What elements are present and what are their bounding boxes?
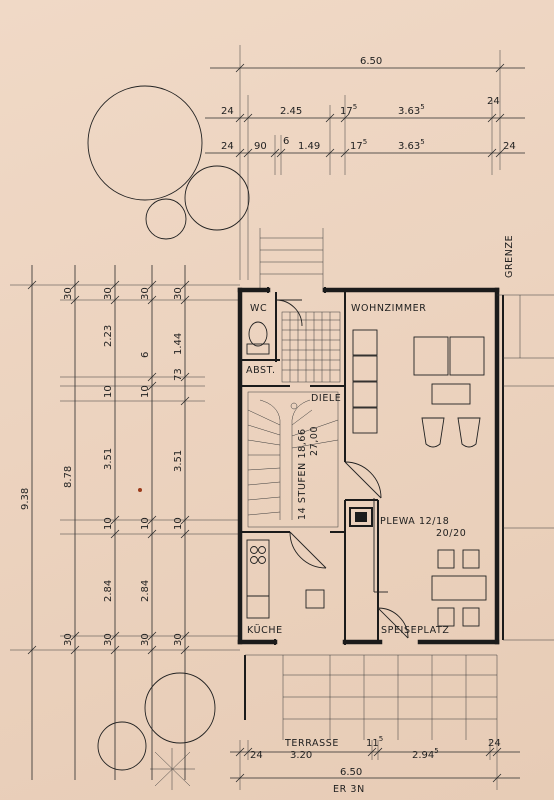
dim-c4-5: 30 bbox=[173, 633, 184, 646]
dim-c2-1: 2.23 bbox=[103, 325, 114, 347]
svg-text:3.635: 3.635 bbox=[398, 103, 425, 117]
dim-total-9-38: 9.38 bbox=[20, 488, 31, 510]
drawing-title: ER 3N bbox=[333, 784, 365, 795]
top-dimensions: 6.50 24 2.45 175 3.635 24 24 90 6 1.49 1… bbox=[205, 45, 525, 280]
dim-c3-0: 30 bbox=[140, 287, 151, 300]
dim-c1-1: 10 bbox=[103, 385, 114, 398]
dim-c2-2: 10 bbox=[140, 517, 151, 530]
label-wc: WC bbox=[250, 303, 267, 314]
label-grenze: GRENZE bbox=[504, 235, 515, 278]
dim-r2-a: 24 bbox=[221, 141, 234, 152]
dim-b-d-sup: 5 bbox=[434, 747, 438, 755]
dim-r2-c: 6 bbox=[283, 136, 289, 147]
label-plewa: PLEWA 12/18 bbox=[380, 516, 449, 527]
dim-c4-1: 1.44 bbox=[173, 333, 184, 355]
kitchen-fixtures bbox=[246, 539, 325, 619]
label-diele: DIELE bbox=[311, 393, 341, 404]
dim-r1-a: 24 bbox=[221, 106, 234, 117]
plewa-chimney bbox=[349, 507, 373, 527]
tree-symbols bbox=[87, 85, 250, 790]
dim-c2-0: 30 bbox=[103, 287, 114, 300]
entrance-steps bbox=[259, 228, 324, 292]
svg-text:175: 175 bbox=[350, 138, 367, 152]
svg-text:3.635: 3.635 bbox=[398, 138, 425, 152]
dim-r1-d-sup: 5 bbox=[420, 103, 424, 111]
neighbor-walls bbox=[497, 294, 554, 641]
dim-b-c: 11 bbox=[366, 738, 379, 749]
tiled-area-grid bbox=[281, 311, 341, 383]
dim-c3-3: 2.84 bbox=[140, 580, 151, 602]
label-abst: ABST. bbox=[246, 365, 276, 376]
dim-c1-3: 10 bbox=[103, 517, 114, 530]
dim-c2-3: 30 bbox=[103, 633, 114, 646]
dim-r1-c: 17 bbox=[340, 106, 353, 117]
dim-r1-d: 3.63 bbox=[398, 106, 420, 117]
dim-r2-b: 90 bbox=[254, 141, 267, 152]
dim-c3-2: 10 bbox=[140, 385, 151, 398]
dim-c3-4: 30 bbox=[140, 633, 151, 646]
label-plewa-sub: 20/20 bbox=[436, 528, 466, 539]
dim-c1-0: 30 bbox=[63, 287, 74, 300]
dim-r2-f-sup: 5 bbox=[420, 138, 424, 146]
dim-c1-4: 2.84 bbox=[103, 580, 114, 602]
dim-r2-d: 1.49 bbox=[298, 141, 320, 152]
dim-b-c-sup: 5 bbox=[379, 735, 383, 743]
svg-text:175: 175 bbox=[340, 103, 357, 117]
label-speiseplatz: SPEISEPLATZ bbox=[381, 625, 450, 636]
staircase bbox=[247, 391, 339, 528]
terrace-paving bbox=[244, 654, 498, 740]
left-dimensions: 9.38 8.78 30 3.51 10 10 2.84 30 30 2.23 … bbox=[10, 265, 240, 780]
dim-c4-3: 3.51 bbox=[173, 450, 184, 472]
bottom-dimensions: 24 3.20 115 2.945 24 6.50 bbox=[230, 735, 520, 790]
svg-text:2.945: 2.945 bbox=[412, 747, 439, 761]
dim-r2-g: 24 bbox=[503, 141, 516, 152]
label-kueche: KÜCHE bbox=[247, 625, 283, 636]
wc-fixtures bbox=[246, 299, 303, 355]
dim-c3-1: 6 bbox=[140, 352, 151, 358]
living-room-furniture bbox=[352, 329, 487, 627]
label-wohnzimmer: WOHNZIMMER bbox=[351, 303, 426, 314]
label-stair-sub: 27,00 bbox=[309, 426, 320, 456]
interior-walls bbox=[242, 292, 379, 640]
label-stair: 14 STUFEN 18,66 bbox=[297, 428, 308, 520]
dim-r2-e-sup: 5 bbox=[363, 138, 367, 146]
exterior-walls bbox=[237, 287, 500, 645]
dim-overall-top: 6.50 bbox=[360, 56, 382, 67]
dim-overall-bottom: 6.50 bbox=[340, 767, 362, 778]
dim-c4-4: 10 bbox=[173, 517, 184, 530]
dim-r2-f: 3.63 bbox=[398, 141, 420, 152]
dim-b-d: 2.94 bbox=[412, 750, 434, 761]
dim-total-8-78: 8.78 bbox=[63, 466, 74, 488]
dim-c4-0: 30 bbox=[173, 287, 184, 300]
dim-b-e: 24 bbox=[488, 738, 501, 749]
dim-b-b: 3.20 bbox=[290, 750, 312, 761]
dim-c1-2: 3.51 bbox=[103, 448, 114, 470]
dim-r1-c-sup: 5 bbox=[353, 103, 357, 111]
dim-c1-5: 30 bbox=[63, 633, 74, 646]
dim-r2-e: 17 bbox=[350, 141, 363, 152]
ink-spot bbox=[138, 488, 142, 492]
dim-b-a: 24 bbox=[250, 750, 263, 761]
dim-r1-e: 24 bbox=[487, 96, 500, 107]
dim-r1-b: 2.45 bbox=[280, 106, 302, 117]
dim-c4-2: 73 bbox=[173, 368, 184, 381]
door-swings bbox=[289, 461, 409, 639]
label-terrasse: TERRASSE bbox=[284, 738, 339, 749]
svg-text:115: 115 bbox=[366, 735, 383, 749]
